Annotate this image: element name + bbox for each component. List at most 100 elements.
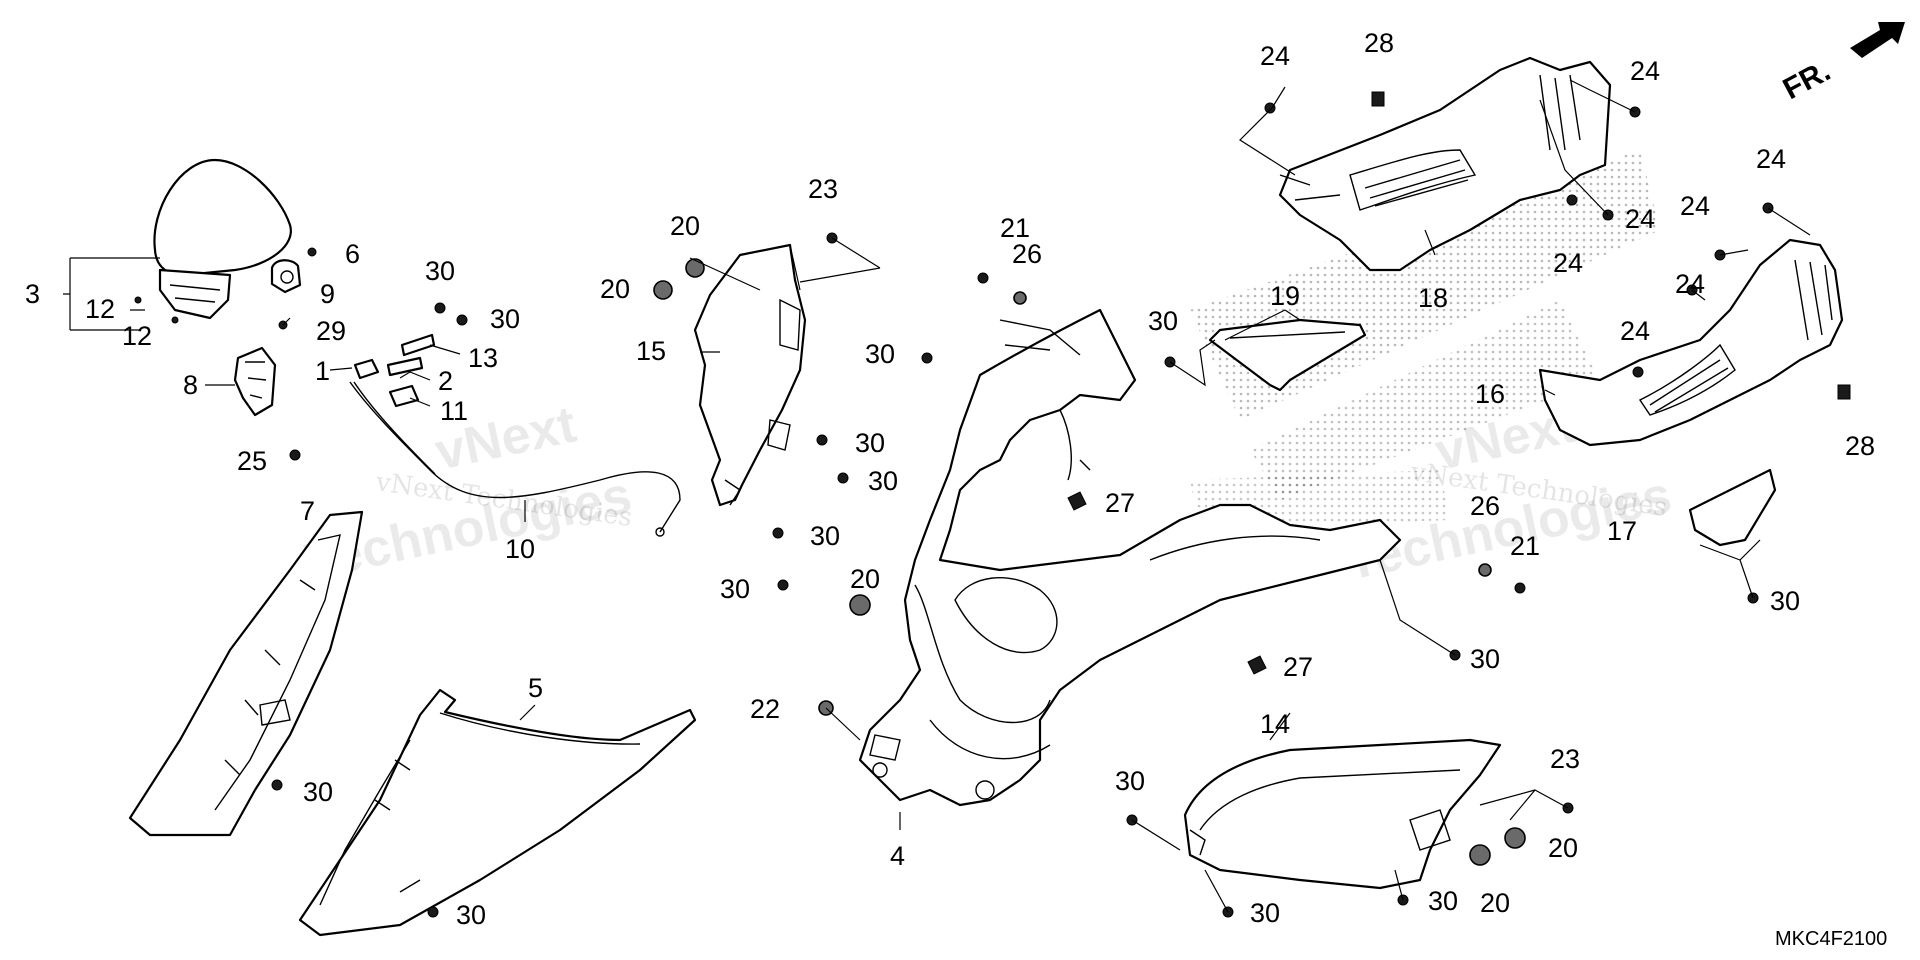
callout-30: 30 bbox=[1115, 766, 1145, 796]
clip-icon bbox=[1371, 91, 1385, 107]
callout-27: 27 bbox=[1283, 652, 1313, 682]
callout-26: 26 bbox=[1012, 239, 1042, 269]
callout-12: 12 bbox=[122, 321, 152, 351]
callout-27: 27 bbox=[1105, 488, 1135, 518]
callout-9: 9 bbox=[320, 279, 335, 309]
part-5-lower-panel bbox=[298, 688, 697, 937]
leader-lines bbox=[63, 79, 1811, 913]
part-14-lower-panel bbox=[1183, 738, 1502, 890]
bolt-icon bbox=[271, 779, 283, 791]
part-3-pad-assembly bbox=[153, 158, 292, 320]
callout-15: 15 bbox=[636, 336, 666, 366]
callout-11: 11 bbox=[440, 396, 468, 426]
part-17-stay bbox=[1688, 468, 1777, 547]
callout-30: 30 bbox=[1428, 886, 1458, 916]
part-15-inner-panel bbox=[693, 243, 807, 507]
callout-3: 3 bbox=[25, 279, 40, 309]
bolt-icon bbox=[921, 352, 933, 364]
bolt-icon bbox=[456, 314, 468, 326]
part-13-plate bbox=[400, 333, 436, 357]
part-4-front-cover bbox=[858, 308, 1402, 807]
callout-24: 24 bbox=[1620, 316, 1650, 346]
callout-30: 30 bbox=[810, 521, 840, 551]
callout-30: 30 bbox=[865, 339, 895, 369]
bolt-icon bbox=[1514, 582, 1526, 594]
part-8-bracket bbox=[233, 346, 277, 417]
callout-labels: 3 12 12 6 9 29 8 25 30 30 13 1 2 11 10 7… bbox=[25, 28, 1875, 930]
callout-23: 23 bbox=[808, 174, 838, 204]
callout-30: 30 bbox=[490, 304, 520, 334]
part-11-holder bbox=[388, 384, 420, 408]
bolt-icon bbox=[1566, 194, 1578, 206]
callout-30: 30 bbox=[1250, 898, 1280, 928]
callout-30: 30 bbox=[855, 428, 885, 458]
front-label: FR. bbox=[1778, 54, 1836, 106]
part-2-plate bbox=[386, 356, 424, 377]
grommet-icon bbox=[685, 258, 705, 278]
callout-25: 25 bbox=[237, 446, 267, 476]
part-1-stay bbox=[353, 358, 380, 380]
grommet-icon bbox=[1504, 827, 1526, 849]
callout-17: 17 bbox=[1607, 516, 1637, 546]
bolt-icon bbox=[777, 579, 789, 591]
callout-29: 29 bbox=[316, 316, 346, 346]
bolt-icon bbox=[134, 296, 142, 304]
callout-22: 22 bbox=[750, 694, 780, 724]
callout-24: 24 bbox=[1680, 191, 1710, 221]
bolt-icon bbox=[837, 472, 849, 484]
drawing-code: MKC4F2100 bbox=[1775, 928, 1887, 950]
clip-icon bbox=[1067, 491, 1087, 511]
callout-24: 24 bbox=[1630, 56, 1660, 86]
callout-14: 14 bbox=[1260, 709, 1290, 739]
bolt-icon bbox=[772, 527, 784, 539]
part-7-side-cover bbox=[128, 510, 364, 837]
callout-7: 7 bbox=[300, 496, 315, 526]
callout-24: 24 bbox=[1625, 204, 1655, 234]
callout-2: 2 bbox=[438, 366, 453, 396]
callout-12: 12 bbox=[85, 294, 115, 324]
callout-6: 6 bbox=[345, 239, 360, 269]
callout-8: 8 bbox=[183, 370, 198, 400]
clips bbox=[1067, 91, 1851, 675]
part-19-stay bbox=[1208, 318, 1367, 392]
callout-30: 30 bbox=[868, 466, 898, 496]
callout-21: 21 bbox=[1510, 531, 1540, 561]
callout-30: 30 bbox=[425, 256, 455, 286]
callout-18: 18 bbox=[1418, 283, 1448, 313]
clip-icon bbox=[1247, 655, 1267, 675]
callout-4: 4 bbox=[890, 841, 905, 871]
washer-icon bbox=[1013, 291, 1027, 305]
bolt-icon bbox=[434, 302, 446, 314]
callout-20: 20 bbox=[850, 564, 880, 594]
bolt-icon bbox=[1264, 102, 1276, 114]
part-9-clip bbox=[270, 259, 302, 294]
callout-30: 30 bbox=[456, 900, 486, 930]
callout-24: 24 bbox=[1553, 248, 1583, 278]
grommet-icon bbox=[849, 594, 871, 616]
callout-20: 20 bbox=[670, 211, 700, 241]
callout-16: 16 bbox=[1475, 379, 1505, 409]
bolt-icon bbox=[977, 272, 989, 284]
callout-1: 1 bbox=[315, 356, 330, 386]
washer-icon bbox=[1478, 563, 1492, 577]
part-18-upper-inner bbox=[1278, 56, 1612, 272]
bolt-icon bbox=[289, 449, 301, 461]
callout-30: 30 bbox=[303, 777, 333, 807]
bolt-icon bbox=[307, 247, 317, 257]
callout-13: 13 bbox=[468, 343, 498, 373]
callout-28: 28 bbox=[1845, 431, 1875, 461]
callout-20: 20 bbox=[1480, 888, 1510, 918]
bolt-icon bbox=[816, 434, 828, 446]
callout-24: 24 bbox=[1756, 144, 1786, 174]
callout-20: 20 bbox=[1548, 833, 1578, 863]
bolt-icon bbox=[427, 906, 439, 918]
callout-23: 23 bbox=[1550, 744, 1580, 774]
callout-19: 19 bbox=[1270, 281, 1300, 311]
grommet-icon bbox=[653, 280, 673, 300]
bolt-icon bbox=[171, 316, 179, 324]
front-direction-arrow: FR. bbox=[1778, 22, 1905, 106]
clip-icon bbox=[1837, 384, 1851, 400]
callout-28: 28 bbox=[1364, 28, 1394, 58]
callout-30: 30 bbox=[1148, 306, 1178, 336]
